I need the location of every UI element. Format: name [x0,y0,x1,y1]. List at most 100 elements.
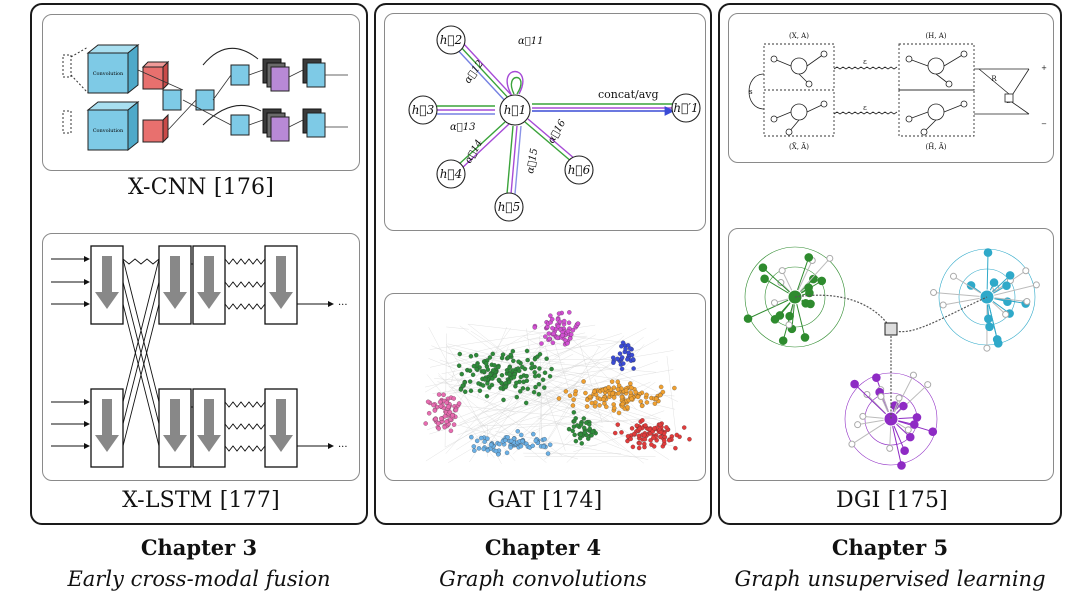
scatter-point [542,370,548,375]
scatter-point [573,416,578,421]
xlstm-architecture-graphic: ··· ··· [51,245,348,468]
scatter-point [492,373,498,379]
xcnn-bottom-stream: Convolution [62,99,348,152]
chapter-5-title: Chapter 5 [831,535,949,560]
scatter-point [631,431,637,437]
scatter-point [468,388,474,394]
dgi-node-cluster [930,248,1040,352]
scatter-point [644,392,649,398]
dgi-node [760,274,769,284]
scatter-point [567,336,573,341]
scatter-point [499,355,505,361]
gat-aggregation-label: concat/avg [598,88,659,101]
scatter-point [610,391,615,396]
scatter-point [565,328,571,334]
scatter-point [571,410,577,415]
scatter-point [565,341,570,346]
scatter-point [619,355,625,360]
gat-neighbor-label: h⃗6 [568,163,591,177]
dgi-node [1002,281,1011,291]
scatter-point [453,407,459,413]
scatter-point [615,379,621,385]
dgi-label: − [1041,120,1047,128]
gat-name: GAT [487,488,536,513]
dgi-graph-graphic [743,246,1040,470]
scatter-point [521,379,526,385]
chapter-5-panel: (X, A) (H, A) (X̃, Ã) (H̃, Ã) ε ε R D … [718,3,1062,525]
dgi-node [805,288,814,298]
scatter-edge [464,370,568,433]
scatter-edge [538,369,674,394]
dgi-node-cluster [743,246,846,348]
scatter-point [635,394,641,400]
scatter-edge [447,343,584,378]
scatter-point [562,318,567,324]
scatter-point [539,341,544,346]
scatter-point [520,364,525,370]
scatter-point [581,379,586,384]
scatter-point [657,422,663,428]
dgi-edge [890,418,902,466]
scatter-point [687,436,692,442]
scatter-point [619,394,625,400]
scatter-point [519,432,524,438]
scatter-point [667,437,672,443]
scatter-point [493,448,499,454]
scatter-edge [458,327,647,427]
scatter-point [611,395,617,400]
scatter-point [589,400,595,406]
scatter-point [532,325,537,330]
dgi-node [1002,310,1010,318]
scatter-point [483,361,489,366]
scatter-point [537,366,542,371]
gat-node-4 [436,159,466,189]
scatter-point [560,333,565,338]
dgi-label: R [991,75,997,83]
dgi-node [777,279,785,287]
scatter-edge [566,440,591,463]
scatter-edge [544,384,586,446]
dgi-edge [851,418,892,445]
dgi-node [778,267,786,275]
scatter-point [485,448,490,453]
dgi-caption: DGI [175] [720,488,1064,513]
scatter-point [547,442,553,447]
scatter-point [658,384,664,390]
scatter-point [549,366,554,372]
scatter-edge [428,358,457,370]
scatter-point [612,430,618,436]
scatter-point [530,443,535,449]
scatter-point [592,389,597,394]
scatter-point [592,404,598,409]
scatter-point [507,371,512,377]
scatter-point [516,359,521,364]
scatter-point [640,418,645,423]
scatter-point [536,382,542,387]
xlstm-cells [90,245,298,468]
scatter-point [612,405,617,411]
scatter-point [579,441,584,446]
scatter-point [431,402,436,408]
scatter-point [540,377,546,383]
scatter-point [566,426,572,432]
scatter-point [471,444,477,449]
scatter-point [625,343,631,348]
dgi-node [872,373,881,382]
scatter-edge [666,356,677,436]
scatter-point [477,388,483,393]
scatter-point [451,396,456,401]
dgi-node [758,263,768,272]
scatter-point [525,357,530,363]
scatter-point [467,379,473,384]
scatter-point [628,390,633,395]
gat-attention-graphic: h⃗1 h⃗2 h⃗3 h⃗4 h⃗5 h⃗6 h⃗′1 α⃗11 α⃗12 α… [408,25,701,222]
scatter-point [456,363,462,368]
dgi-label: (X̃, Ã) [789,142,809,151]
scatter-point [578,432,583,437]
xlstm-caption: X-LSTM [177] [32,488,370,513]
scatter-point [619,430,624,435]
scatter-point [637,441,642,446]
scatter-point [639,403,645,409]
dgi-edge [933,292,988,298]
scatter-point [511,358,516,364]
